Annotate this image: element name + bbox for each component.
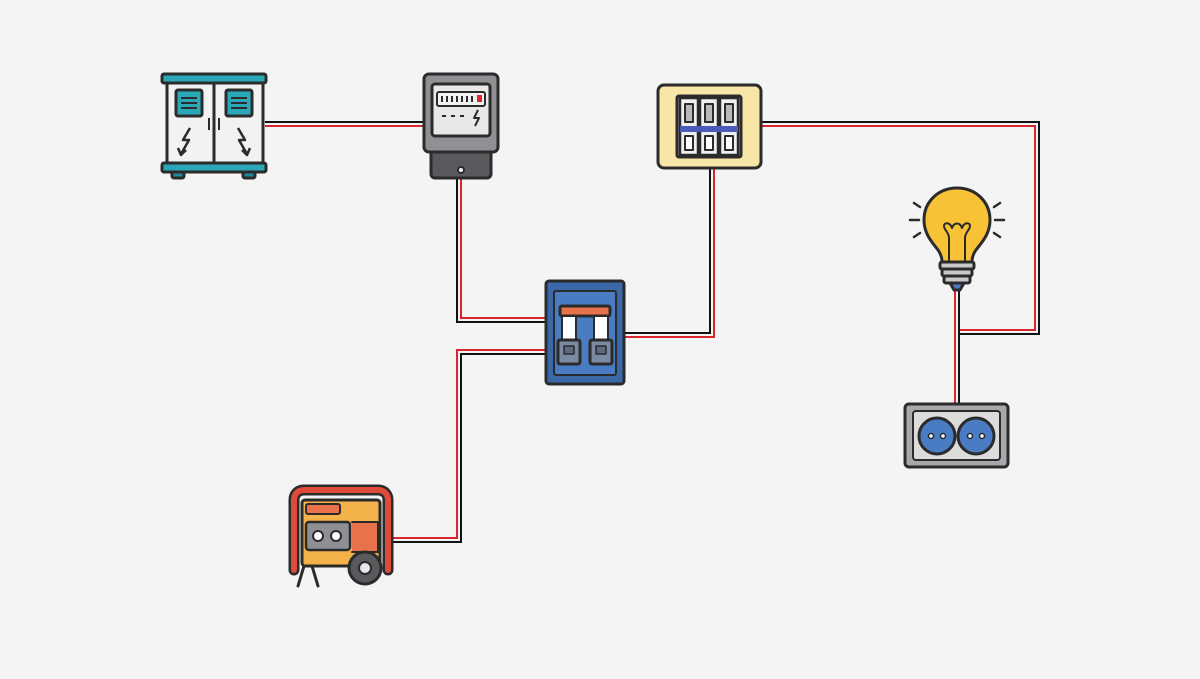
power-outlet-icon	[903, 402, 1010, 469]
wire-meter-to-transfer-switch	[456, 178, 546, 323]
portable-generator-icon	[288, 484, 394, 588]
wire-transfer-switch-to-breaker-panel	[624, 168, 715, 338]
circuit-breaker-panel-icon	[656, 83, 763, 170]
wire-generator-to-transfer-switch	[388, 349, 546, 543]
wire-breaker-panel-to-bulb	[761, 121, 1040, 335]
wire-bulb-to-outlet	[954, 288, 960, 404]
electric-meter-icon	[422, 72, 500, 180]
transfer-switch-icon	[544, 279, 626, 386]
light-bulb-icon	[908, 186, 1006, 292]
electrical-cabinet-icon	[160, 72, 268, 180]
wire-cabinet-to-meter	[265, 121, 424, 127]
